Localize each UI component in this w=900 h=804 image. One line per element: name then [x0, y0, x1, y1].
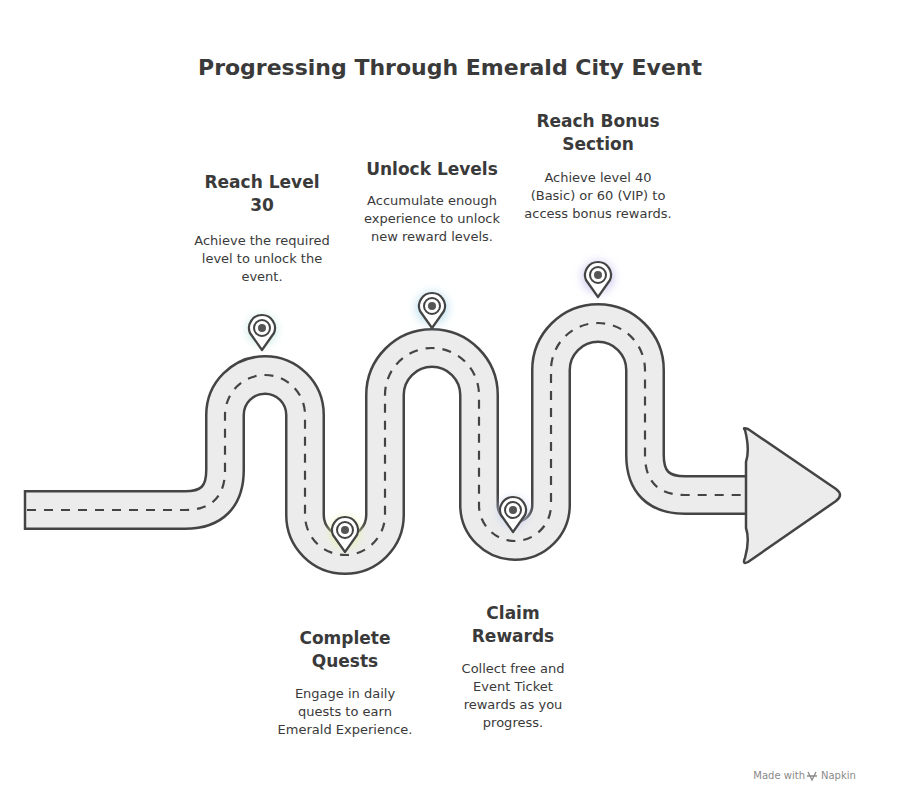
milestone-description: Engage in daily quests to earn Emerald E…	[275, 685, 415, 739]
location-pin	[332, 517, 358, 552]
napkin-logo	[807, 772, 817, 780]
location-pin	[500, 497, 526, 532]
location-pin	[249, 315, 275, 350]
milestone-description: Accumulate enough experience to unlock n…	[357, 192, 507, 246]
milestone-heading: Unlock Levels	[345, 158, 520, 181]
location-pin	[585, 262, 611, 297]
location-pin	[419, 293, 445, 328]
milestone-description: Achieve level 40 (Basic) or 60 (VIP) to …	[523, 169, 673, 223]
winding-road	[25, 323, 840, 563]
diagram-title: Progressing Through Emerald City Event	[50, 54, 850, 82]
watermark: Made with	[753, 770, 805, 782]
milestone-heading: Reach Bonus Section	[528, 110, 668, 156]
milestone-pins	[248, 261, 614, 552]
watermark: Napkin	[821, 770, 856, 782]
milestone-description: Achieve the required level to unlock the…	[182, 232, 342, 286]
milestone-description: Collect free and Event Ticket rewards as…	[446, 660, 581, 732]
milestone-heading: Reach Level 30	[195, 171, 330, 217]
milestone-heading: Claim Rewards	[456, 602, 571, 648]
milestone-heading: Complete Quests	[285, 627, 405, 673]
